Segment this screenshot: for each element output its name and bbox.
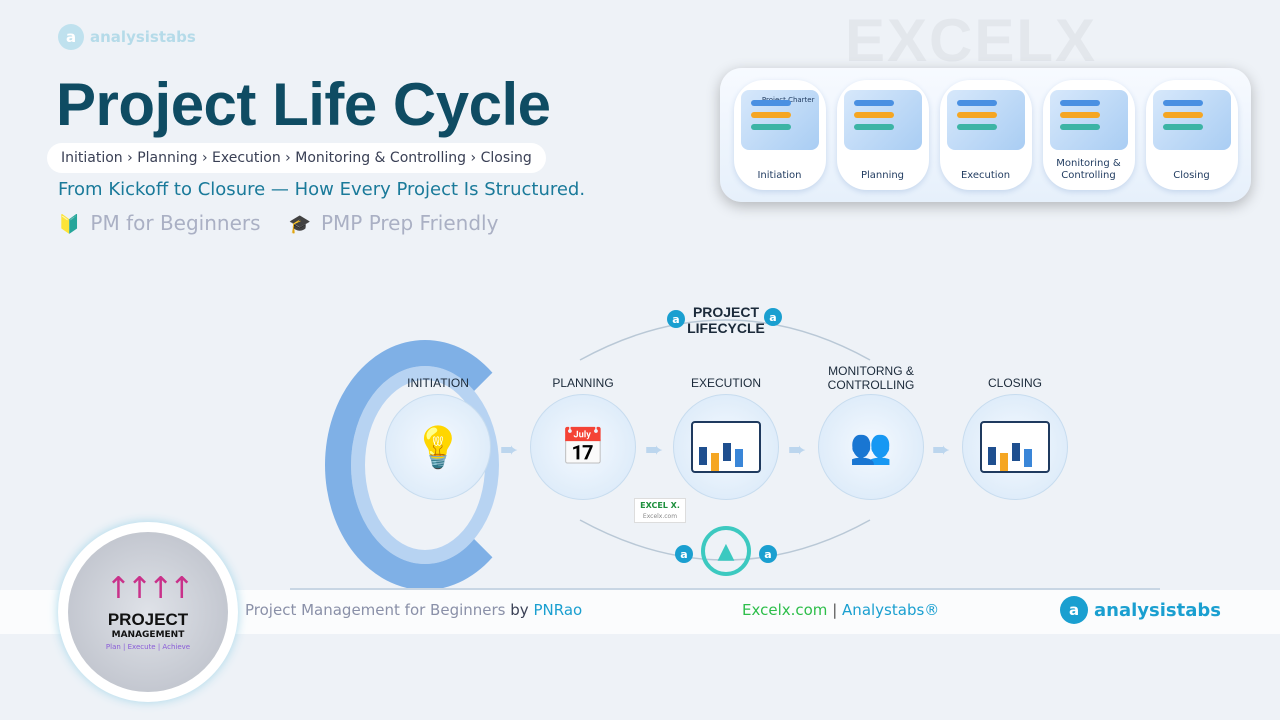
stage-label-execution: EXECUTION <box>690 376 761 390</box>
stage-circle-execution <box>673 394 779 500</box>
stage-label-monitoring: MONITORNG & CONTROLLING <box>827 364 915 392</box>
arrow-right-icon: ➨ <box>932 438 951 463</box>
footer-logo: a analysistabs <box>1060 596 1221 624</box>
preview-label: Monitoring & Controlling <box>1056 158 1121 181</box>
preview-label: Initiation <box>757 170 802 181</box>
stage-circle-initiation: 💡 <box>385 394 491 500</box>
preview-label: Planning <box>860 170 905 181</box>
footer-logo-text: analysistabs <box>1094 599 1221 621</box>
crumb-sep: › <box>127 150 133 166</box>
team-dashboard-icon: 👥 <box>849 427 893 467</box>
gantt-screen-icon <box>691 421 761 473</box>
badge-label: PMP Prep Friendly <box>320 211 499 235</box>
closing-illustration <box>1152 90 1231 150</box>
stage-label-planning: PLANNING <box>552 376 614 390</box>
crumb-sep: › <box>201 150 208 166</box>
badge-pmp: 🎓 PMP Prep Friendly <box>289 211 499 235</box>
preview-execution: Execution <box>939 80 1032 190</box>
crumb-sep: › <box>470 150 477 166</box>
project-charter-illustration: Project Charter <box>740 90 819 150</box>
author-link[interactable]: PNRao <box>533 601 583 619</box>
excelx-sub: Excelx.com <box>642 513 678 520</box>
course-badge-inner: ↑↑↑↑ PROJECT MANAGEMENT Plan | Execute |… <box>68 532 228 692</box>
brand-logo-top: a analysistabs <box>58 24 196 50</box>
footer-sites: Excelx.com | Analystabs® <box>742 601 939 619</box>
badges: 🔰 PM for Beginners 🎓 PMP Prep Friendly <box>58 211 498 235</box>
crumb-initiation: Initiation <box>61 150 123 166</box>
crumb-closing: Closing <box>480 150 532 166</box>
tagline: From Kickoff to Closure — How Every Proj… <box>58 179 586 200</box>
arrow-right-icon: ➨ <box>788 438 807 463</box>
top-arc <box>579 319 871 361</box>
badge-subtitle: MANAGEMENT <box>111 629 185 640</box>
preview-planning: Planning <box>836 80 929 190</box>
stage-label-initiation: INITIATION <box>407 376 469 390</box>
arrow-right-icon: ➨ <box>645 438 664 463</box>
excelx-link[interactable]: Excelx.com <box>742 601 828 619</box>
analysistabs-logo-icon: a <box>667 310 685 328</box>
analysistabs-logo-icon: a <box>58 24 84 50</box>
analysistabs-logo-icon: a <box>764 308 782 326</box>
separator: | <box>832 601 838 619</box>
badge-tagline: Plan | Execute | Achieve <box>105 642 191 651</box>
footer-series: Project Management for Beginners by PNRa… <box>245 601 582 619</box>
series-name: Project Management for Beginners <box>245 601 506 619</box>
stage-label-closing: CLOSING <box>987 376 1042 390</box>
charter-label: Project Charter <box>761 96 815 104</box>
excelx-card: EXCEL X. Excelx.com <box>634 498 686 523</box>
course-badge: ↑↑↑↑ PROJECT MANAGEMENT Plan | Execute |… <box>58 522 238 702</box>
badge-title: PROJECT <box>107 609 189 629</box>
lifecycle-title-1: PROJECT <box>692 304 760 320</box>
graduation-cap-icon: 🎓 <box>288 214 311 235</box>
breadcrumb: Initiation › Planning › Execution › Moni… <box>47 143 546 173</box>
excelx-title: EXCEL X. <box>640 501 680 510</box>
lifecycle-title-2: LIFECYCLE <box>687 320 765 336</box>
arrow-right-icon: ➨ <box>500 438 519 463</box>
monitoring-illustration <box>1049 90 1128 150</box>
page-title: Project Life Cycle <box>56 71 551 138</box>
crumb-planning: Planning <box>137 150 198 166</box>
crumb-execution: Execution <box>212 150 281 166</box>
planning-illustration <box>843 90 922 150</box>
preview-closing: Closing <box>1145 80 1238 190</box>
preview-label: Execution <box>960 170 1011 181</box>
analysistabs-logo-icon: a <box>1060 596 1088 624</box>
brand-name: analysistabs <box>90 28 196 46</box>
stage-circle-planning: 📅 <box>530 394 636 500</box>
crumb-sep: › <box>285 150 291 166</box>
ground-line <box>290 588 1160 590</box>
excelx-watermark: EXCELX <box>845 7 1098 74</box>
stage-circle-closing <box>962 394 1068 500</box>
analystabs-link[interactable]: Analystabs® <box>842 601 940 619</box>
by-label: by <box>510 601 529 619</box>
preview-label: Closing <box>1173 170 1210 181</box>
execution-illustration <box>946 90 1025 150</box>
analysistabs-logo-icon: a <box>675 545 693 563</box>
badge-label: PM for Beginners <box>90 211 261 235</box>
badge-beginners: 🔰 PM for Beginners <box>58 211 261 235</box>
rising-arrows-icon: ↑↑↑↑ <box>105 570 195 606</box>
crumb-monitoring: Monitoring & Controlling <box>295 150 467 166</box>
stage-circle-monitoring: 👥 <box>818 394 924 500</box>
beginner-icon: 🔰 <box>58 214 81 235</box>
up-arrow-cycle-icon: ▲ <box>701 526 751 576</box>
analysistabs-logo-icon: a <box>759 545 777 563</box>
preview-monitoring: Monitoring & Controlling <box>1042 80 1135 190</box>
report-screen-icon <box>980 421 1050 473</box>
lightbulb-icon: 💡 <box>413 424 463 471</box>
calendar-icon: 📅 <box>560 427 606 468</box>
